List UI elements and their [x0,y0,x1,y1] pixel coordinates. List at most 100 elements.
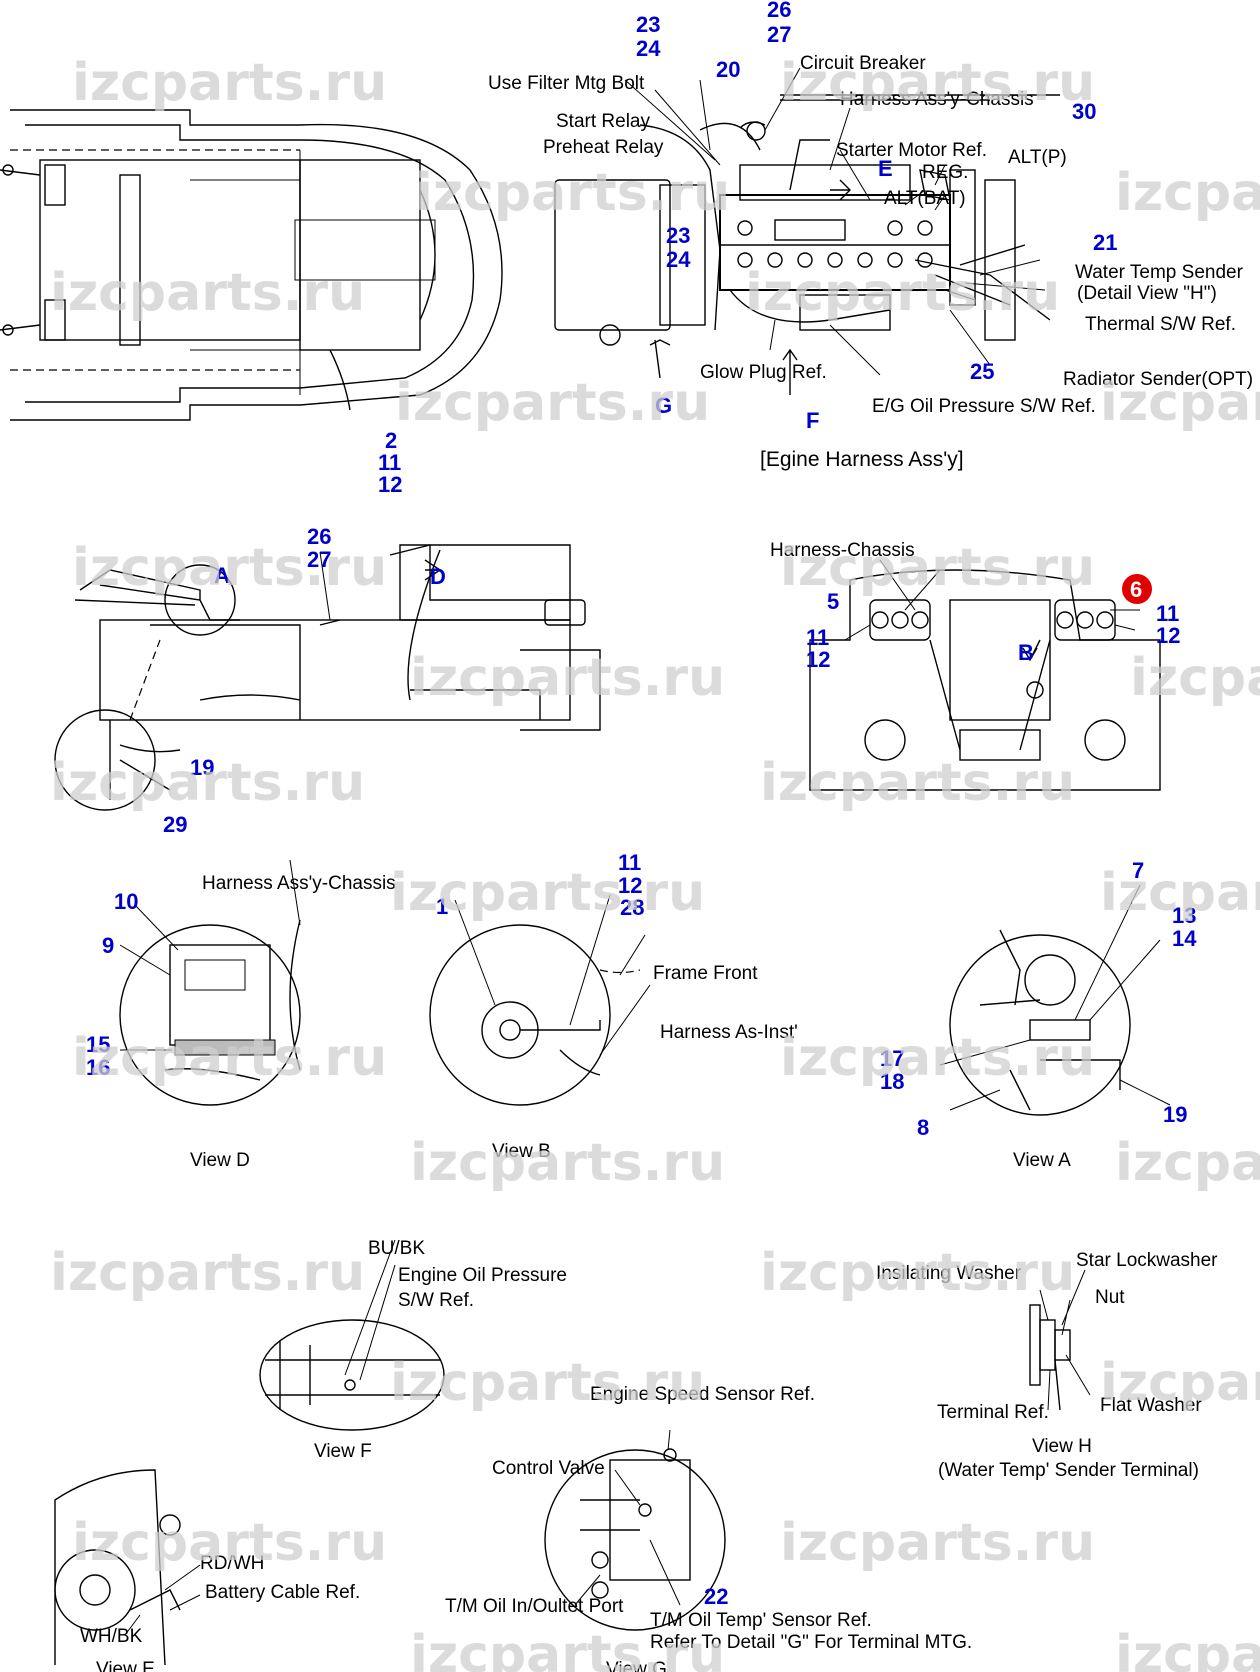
arrow-letter-a: A [214,563,230,588]
label-insulating-washer: Insilating Washer [876,1263,1022,1284]
machine-side-view [54,544,601,811]
engine-harness-drawing [554,67,1060,395]
watermark: izcparts.ru [780,538,1095,598]
label-harness-as-inst: Harness As-Inst' [660,1022,798,1043]
callout-11-viewb: 11 [618,850,641,875]
callout-20: 20 [716,57,740,82]
watermark: izcparts.ru [395,373,710,433]
label-bu-bk: BU/BK [368,1238,425,1259]
watermark: izcparts.ru [72,538,387,598]
arrow-letter-e: E [878,156,893,181]
watermark: izcparts.ru [780,1513,1095,1573]
callout-21: 21 [1093,230,1117,255]
label-glow-plug-ref: Glow Plug Ref. [700,362,827,383]
watermark: izcparts.ru [1100,373,1260,433]
watermark: izcparts.ru [1115,1133,1260,1193]
label-view-d: View D [190,1150,250,1171]
label-view-h-subtitle: (Water Temp' Sender Terminal) [938,1460,1199,1481]
watermark: izcparts.ru [50,1243,365,1303]
chassis-top-view [0,109,503,421]
label-view-e: View E [96,1659,155,1672]
callout-23: 23 [636,12,660,37]
label-battery-cable-ref: Battery Cable Ref. [205,1582,360,1603]
watermark: izcparts.ru [1130,648,1260,708]
label-alt-p: ALT(P) [1008,147,1067,168]
label-water-temp-sender: Water Temp Sender [1075,262,1244,283]
watermark: izcparts.ru [760,753,1075,813]
view-f-drawing [259,1239,445,1431]
view-d-drawing [119,859,301,1106]
callout-18: 18 [880,1069,904,1094]
watermark: izcparts.ru [1100,1353,1260,1413]
arrow-letter-b: B [1018,640,1034,665]
callout-16: 16 [86,1055,110,1080]
watermark: izcparts.ru [780,1028,1095,1088]
label-frame-front: Frame Front [653,963,758,984]
view-g-drawing [544,1429,726,1631]
label-start-relay: Start Relay [556,111,650,132]
callout-23-lower: 23 [666,223,690,248]
callout-19-viewa: 19 [1163,1102,1187,1127]
callout-11: 11 [378,450,401,475]
callout-22: 22 [704,1584,728,1609]
label-view-f: View F [314,1441,372,1462]
label-reg: REG. [922,162,968,183]
cylinder-row [737,220,933,268]
label-starter-motor-ref: Starter Motor Ref. [836,140,987,161]
view-a-drawing [939,884,1171,1116]
label-nut: Nut [1095,1287,1125,1308]
callout-24-lower: 24 [666,247,691,272]
label-terminal-ref: Terminal Ref. [937,1402,1049,1423]
callout-13: 13 [1172,903,1196,928]
label-refer-detail-g: Refer To Detail "G" For Terminal MTG. [650,1632,972,1653]
label-harness-assy-chassis-top: Harness Ass'y-Chassis [840,89,1034,110]
label-rd-wh: RD/WH [200,1553,264,1574]
view-arrow-letters: E G F A D B [214,156,1034,665]
label-preheat-relay: Preheat Relay [543,137,664,158]
watermark: izcparts.ru [415,163,730,223]
label-engine-oil-pressure: Engine Oil Pressure [398,1265,567,1286]
section-title: [Egine Harness Ass'y] [760,448,964,471]
arrow-letter-g: G [655,393,672,418]
label-radiator-sender: Radiator Sender(OPT) [1063,369,1253,390]
arrow-letter-d: D [430,564,446,589]
callout-29: 29 [163,812,187,837]
watermark: izcparts.ru [1115,163,1260,223]
callout-12-right: 12 [1156,623,1180,648]
label-view-b: View B [492,1141,551,1162]
watermark: izcparts.ru [760,1243,1075,1303]
callout-26-side: 26 [307,524,331,549]
callout-12: 12 [378,472,402,497]
callout-27-side: 27 [307,547,331,572]
callout-25: 25 [970,359,994,384]
watermark: izcparts.ru [390,863,705,923]
label-thermal-sw-ref: Thermal S/W Ref. [1085,314,1236,335]
view-b-drawing [429,894,651,1106]
callout-2: 2 [385,428,397,453]
watermark: izcparts.ru [410,1625,725,1672]
callout-12-left: 12 [806,647,830,672]
view-e-drawing [54,1469,201,1666]
watermark: izcparts.ru [410,648,725,708]
label-alt-bat: ALT(BAT) [884,188,966,209]
label-circuit-breaker: Circuit Breaker [800,53,926,74]
callout-8: 8 [917,1115,929,1140]
view-h-drawing [1029,1269,1091,1411]
label-view-h: View H [1032,1436,1092,1457]
watermark: izcparts.ru [72,1028,387,1088]
watermarks: izcparts.ru izcparts.ru izcparts.ru izcp… [50,53,1260,1672]
callout-24: 24 [636,36,661,61]
watermark: izcparts.ru [72,1513,387,1573]
watermark: izcparts.ru [72,53,387,113]
callout-10: 10 [114,889,138,914]
callout-27: 27 [767,22,791,47]
callout-26: 26 [767,0,791,22]
label-harness-chassis: Harness-Chassis [770,540,915,561]
watermark: izcparts.ru [410,1133,725,1193]
label-flat-washer: Flat Washer [1100,1395,1202,1416]
callout-11-left: 11 [806,625,829,650]
label-star-lockwasher: Star Lockwasher [1076,1250,1218,1271]
watermark: izcparts.ru [390,1353,705,1413]
